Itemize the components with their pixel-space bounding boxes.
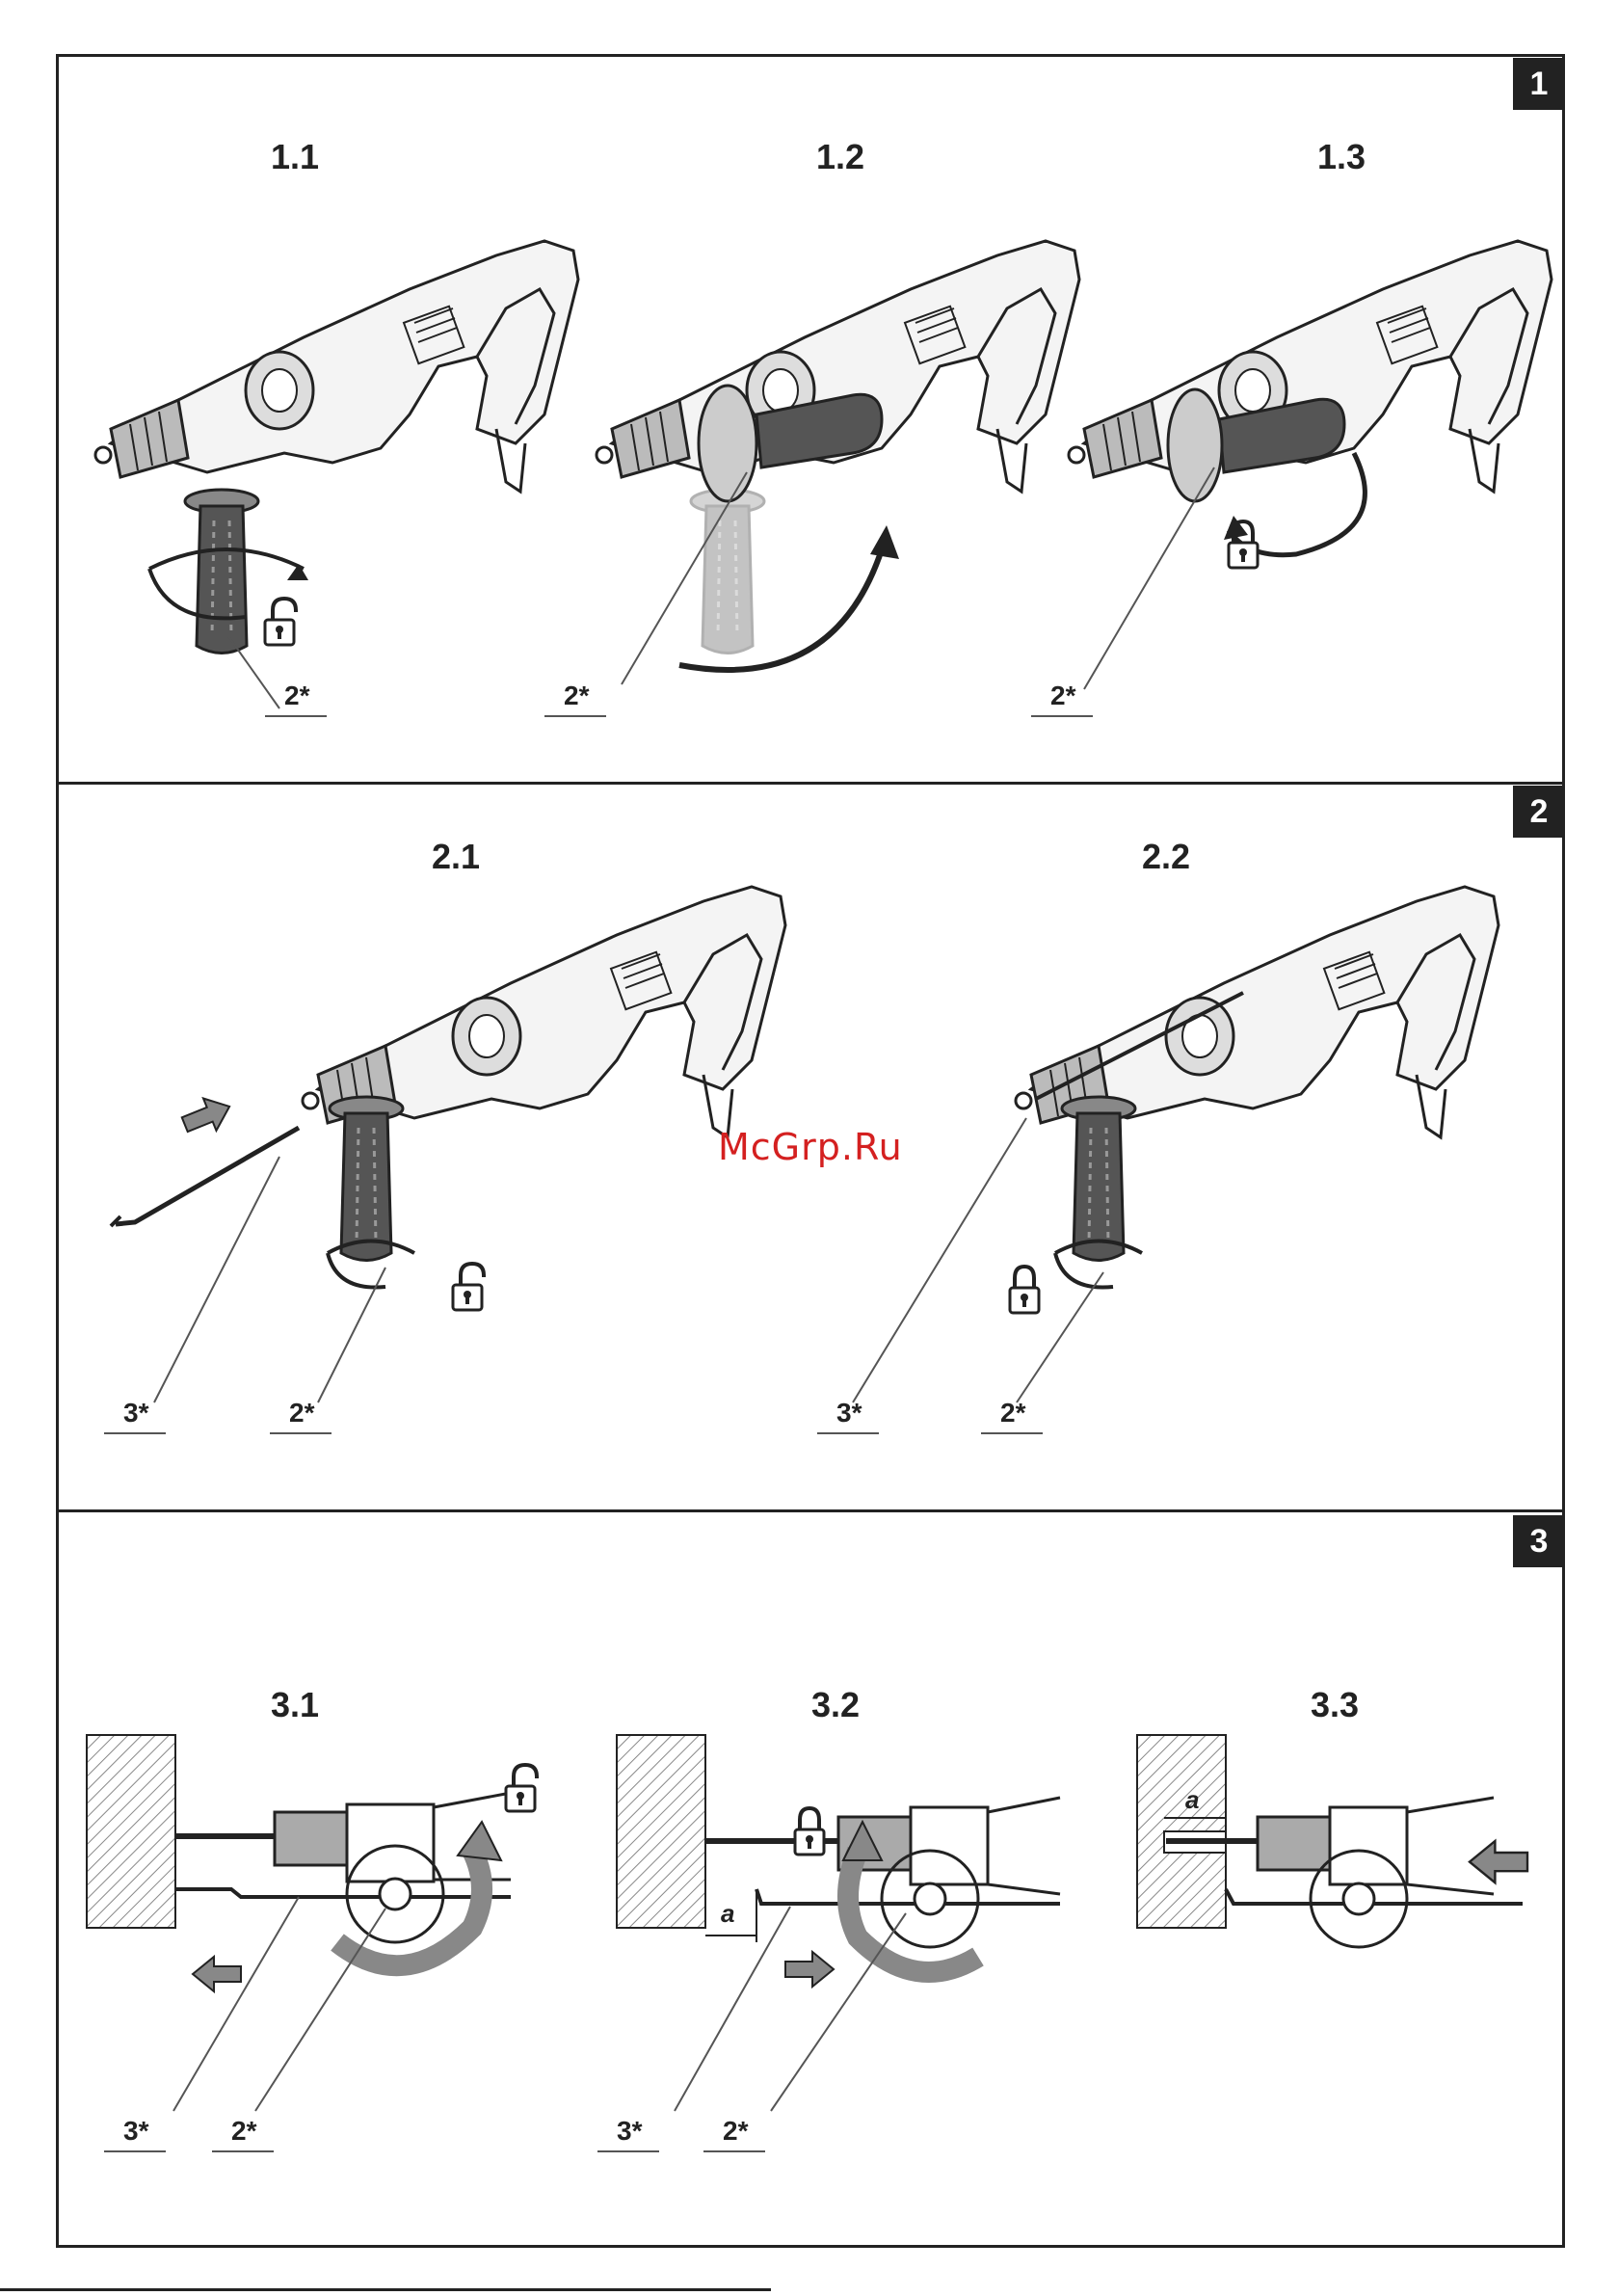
padlock-open-icon [506, 1765, 537, 1811]
dimension-label-3-3: a [1185, 1785, 1199, 1815]
wall [617, 1735, 705, 1928]
step-label-1-1: 1.1 [271, 137, 319, 177]
drill-bit [116, 1128, 299, 1224]
depth-stop-illustration-3-3 [1137, 1735, 1552, 2043]
step-label-1-2: 1.2 [816, 137, 864, 177]
callout-3-1-handle: 2* [231, 2116, 256, 2147]
dimension-label-3-2: a [721, 1899, 734, 1929]
padlock-closed-icon [1229, 521, 1258, 568]
chuck [275, 1812, 347, 1865]
step-label-1-3: 1.3 [1317, 137, 1366, 177]
callout-3-2-rod: 3* [617, 2116, 642, 2147]
watermark: McGrp.Ru [718, 1126, 903, 1168]
push-arrow-icon [178, 1090, 236, 1140]
push-arrow-left-icon [193, 1957, 241, 1991]
depth-stop-illustration-3-1 [87, 1735, 569, 2140]
callout-1-1-handle: 2* [284, 681, 309, 711]
padlock-open-icon [453, 1264, 484, 1310]
section-divider-1 [56, 782, 1565, 785]
drill-illustration-1-1 [92, 222, 593, 684]
push-arrow-right-icon [785, 1952, 834, 1987]
section-badge-2: 2 [1513, 786, 1565, 838]
padlock-closed-icon [795, 1808, 824, 1855]
depth-stop-rod [175, 1889, 511, 1897]
callout-2-2-handle: 2* [1000, 1398, 1025, 1428]
footer-rule [0, 2288, 771, 2291]
step-label-3-2: 3.2 [811, 1685, 860, 1725]
callout-2-2-bit: 3* [836, 1398, 862, 1428]
push-arrow-left-icon [1470, 1841, 1527, 1882]
wall [87, 1735, 175, 1928]
callout-3-2-handle: 2* [723, 2116, 748, 2147]
drill-illustration-1-2 [593, 222, 1094, 684]
drill-illustration-2-2 [829, 868, 1426, 1407]
padlock-open-icon [265, 599, 296, 645]
depth-stop-illustration-3-2 [617, 1735, 1079, 2140]
section-badge-1: 1 [1513, 58, 1565, 110]
step-label-3-3: 3.3 [1311, 1685, 1359, 1725]
callout-1-2-handle: 2* [564, 681, 589, 711]
callout-3-1-rod: 3* [123, 2116, 148, 2147]
section-badge-3: 3 [1513, 1515, 1565, 1567]
callout-2-1-handle: 2* [289, 1398, 314, 1428]
callout-2-1-bit: 3* [123, 1398, 148, 1428]
section-divider-2 [56, 1509, 1565, 1512]
drill-illustration-2-1 [96, 868, 713, 1407]
drill-illustration-1-3 [1065, 222, 1566, 684]
callout-1-3-handle: 2* [1050, 681, 1075, 711]
padlock-closed-icon [1010, 1267, 1039, 1313]
depth-stop-rod [756, 1889, 1060, 1904]
step-label-3-1: 3.1 [271, 1685, 319, 1725]
side-handle-icon [185, 490, 258, 654]
